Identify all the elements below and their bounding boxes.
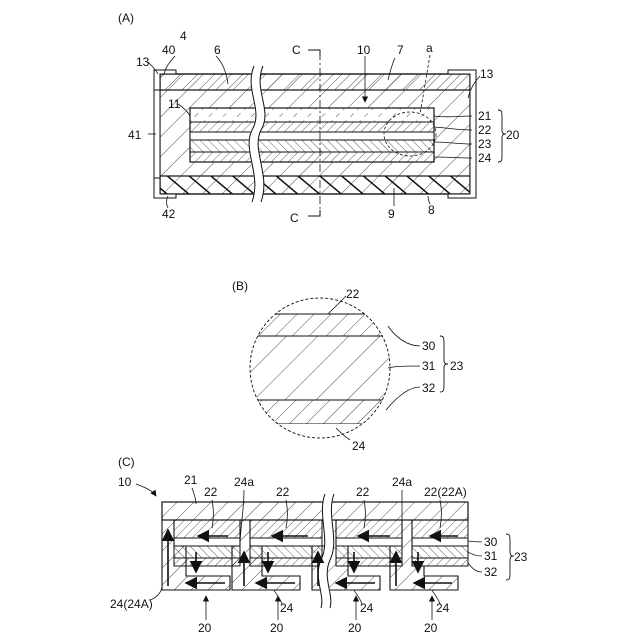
panel-label-a: (A) <box>118 11 134 25</box>
label-c-22-1: 22 <box>204 485 218 499</box>
label-22: 22 <box>478 123 492 137</box>
label-13-right: 13 <box>480 67 494 81</box>
label-b-24: 24 <box>352 439 366 453</box>
bracket-23-c <box>506 534 514 580</box>
layer-23a <box>190 132 434 140</box>
cell-2 <box>232 520 322 590</box>
label-b-23: 23 <box>450 359 464 373</box>
label-7: 7 <box>397 43 404 57</box>
label-c-22-2: 22 <box>276 485 290 499</box>
label-c-10: 10 <box>118 475 132 489</box>
label-c-22-22a: 22(22A) <box>424 485 467 499</box>
label-c-22-3: 22 <box>356 485 370 499</box>
label-c-24a-2: 24a <box>392 475 412 489</box>
label-6: 6 <box>214 43 221 57</box>
label-41: 41 <box>128 128 142 142</box>
panel-label-b: (B) <box>232 279 248 293</box>
label-13-left: 13 <box>136 55 150 69</box>
label-c-30: 30 <box>484 535 498 549</box>
figure-b: (B) 22 30 31 23 32 24 <box>232 279 464 453</box>
label-a: a <box>426 41 433 55</box>
panel-label-c: (C) <box>118 455 135 469</box>
section-marker-c-top <box>308 50 320 56</box>
label-c-32: 32 <box>484 565 498 579</box>
label-c-24-2: 24 <box>360 601 374 615</box>
label-40: 40 <box>162 43 176 57</box>
bracket-20 <box>498 110 506 162</box>
label-11: 11 <box>168 97 181 111</box>
label-c-20-2: 20 <box>270 621 284 635</box>
label-21: 21 <box>478 109 492 123</box>
protective-layer-7 <box>160 74 470 90</box>
layer-31 <box>240 336 400 400</box>
layer-30 <box>240 314 400 336</box>
label-section-c-bottom: C <box>290 211 299 225</box>
label-b-32: 32 <box>422 381 436 395</box>
label-c-20-3: 20 <box>348 621 362 635</box>
figure-c: (C) 10 21 22 24a 22 22 24a 22(22A) 30 31… <box>110 455 528 635</box>
label-c-24a-1: 24a <box>234 475 254 489</box>
label-c-24-1: 24 <box>280 601 294 615</box>
label-c-24-3: 24 <box>436 601 450 615</box>
bracket-23-b <box>440 336 448 392</box>
label-8: 8 <box>428 203 435 217</box>
section-marker-c-bottom <box>308 210 320 216</box>
figure-a: (A) 4 40 6 C 10 7 a 13 13 11 21 22 23 24… <box>118 11 520 225</box>
label-c-20-4: 20 <box>424 621 438 635</box>
label-24: 24 <box>478 151 492 165</box>
cell-1 <box>162 520 240 590</box>
label-c-24-24a: 24(24A) <box>110 597 153 611</box>
substrate-layer-9 <box>160 176 470 194</box>
layer-21-c <box>162 502 468 520</box>
label-c-20-1: 20 <box>198 621 212 635</box>
layer-32 <box>240 400 400 424</box>
label-c-31: 31 <box>484 549 498 563</box>
layer-23 <box>190 140 434 152</box>
label-c-23: 23 <box>514 550 528 564</box>
label-23: 23 <box>478 137 492 151</box>
label-c-21: 21 <box>184 473 198 487</box>
label-10: 10 <box>357 43 371 57</box>
layer-22 <box>190 122 434 132</box>
label-9: 9 <box>388 207 395 221</box>
label-b-30: 30 <box>422 339 436 353</box>
label-42: 42 <box>162 207 176 221</box>
label-b-31: 31 <box>422 359 436 373</box>
label-20: 20 <box>506 128 520 142</box>
label-b-22: 22 <box>346 287 360 301</box>
layer-21 <box>190 108 434 122</box>
label-4: 4 <box>180 29 187 43</box>
label-section-c-top: C <box>292 43 301 57</box>
